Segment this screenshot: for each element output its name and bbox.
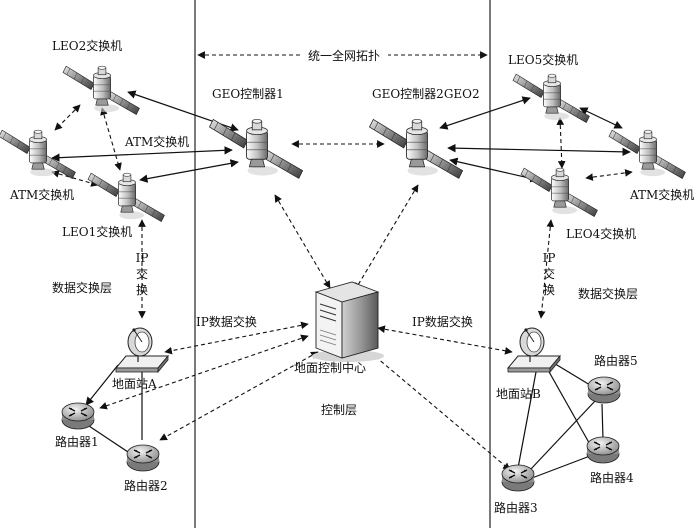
link-station-a-router1 bbox=[85, 364, 119, 406]
router3-icon bbox=[501, 464, 535, 492]
link-atm-leo1 bbox=[51, 170, 99, 187]
link-geo2-atm bbox=[447, 143, 631, 157]
link-server-router1 bbox=[99, 334, 309, 410]
link-station-b-router4 bbox=[547, 369, 593, 449]
label-station-b: 地面站B bbox=[496, 387, 541, 401]
label-server: 地面控制中心 bbox=[294, 360, 366, 375]
label-ip-data-right: IP数据交换 bbox=[412, 314, 473, 329]
satellite-icon-leo2 bbox=[62, 65, 140, 115]
satellite-icon-geo2 bbox=[369, 118, 464, 179]
label-geo1: GEO控制器1 bbox=[212, 87, 284, 101]
label-leo4: LEO4交换机 bbox=[566, 226, 636, 241]
link-server-router2 bbox=[159, 351, 319, 441]
ground-station-a-icon bbox=[115, 327, 169, 373]
satellite-icon-leo1 bbox=[87, 172, 165, 222]
label-router4: 路由器4 bbox=[590, 470, 634, 485]
label-station-a: 地面站A bbox=[112, 377, 157, 391]
link-leo5-leo4 bbox=[556, 117, 566, 169]
label-control-layer: 控制层 bbox=[321, 403, 357, 417]
link-router3-router5 bbox=[529, 399, 597, 471]
link-router3-router4 bbox=[531, 455, 591, 479]
link-server-router3 bbox=[369, 351, 511, 471]
link-station-b-router3 bbox=[517, 371, 537, 469]
satellite-icon-geo1 bbox=[209, 118, 304, 179]
router4-icon bbox=[586, 436, 620, 464]
label-data-layer-left: 数据交换层 bbox=[52, 280, 112, 295]
link-router5-router4 bbox=[601, 403, 604, 441]
label-atm-left: ATM交换机 bbox=[9, 187, 74, 202]
label-router5: 路由器5 bbox=[594, 353, 638, 368]
label-ip-data-left: IP数据交换 bbox=[196, 314, 257, 329]
router2-icon bbox=[126, 444, 160, 472]
label-atm-right: ATM交换机 bbox=[629, 187, 694, 202]
ground-station-b-icon bbox=[507, 327, 561, 373]
server-icon bbox=[312, 281, 384, 362]
link-geo2-leo5 bbox=[439, 96, 531, 130]
link-geo1-server bbox=[274, 194, 331, 289]
link-leo4-atm bbox=[585, 169, 633, 181]
link-leo4-station-b bbox=[537, 219, 555, 319]
label-router2: 路由器2 bbox=[124, 478, 168, 493]
label-data-layer-right: 数据交换层 bbox=[578, 286, 638, 301]
label-atm-link-left: ATM交换机 bbox=[124, 134, 189, 149]
label-geo2: GEO控制器2GEO2 bbox=[372, 87, 480, 101]
satellite-icon-leo5 bbox=[512, 73, 590, 123]
label-leo5: LEO5交换机 bbox=[508, 52, 578, 67]
label-leo1: LEO1交换机 bbox=[62, 224, 132, 239]
link-server-station-b bbox=[377, 325, 513, 355]
link-leo2-leo1 bbox=[100, 107, 122, 171]
link-atm-geo1 bbox=[51, 146, 233, 162]
link-leo1-geo1 bbox=[139, 159, 239, 183]
router1-icon bbox=[61, 402, 95, 430]
link-leo2-atm bbox=[54, 104, 81, 131]
link-station-b-router5 bbox=[551, 361, 591, 386]
label-leo2: LEO2交换机 bbox=[52, 38, 122, 53]
satellite-icon-atm-right bbox=[608, 129, 686, 179]
router5-icon bbox=[587, 376, 621, 404]
link-geo2-server bbox=[354, 184, 419, 291]
top-span-label: 统一全网拓扑 bbox=[308, 48, 380, 63]
label-router3: 路由器3 bbox=[494, 500, 538, 515]
satellite-icon-leo4 bbox=[520, 167, 598, 217]
link-geo2-leo4 bbox=[449, 157, 539, 183]
link-leo5-atm bbox=[579, 107, 623, 129]
satellite-icon-atm-left bbox=[0, 129, 76, 179]
label-router1: 路由器1 bbox=[55, 434, 99, 449]
